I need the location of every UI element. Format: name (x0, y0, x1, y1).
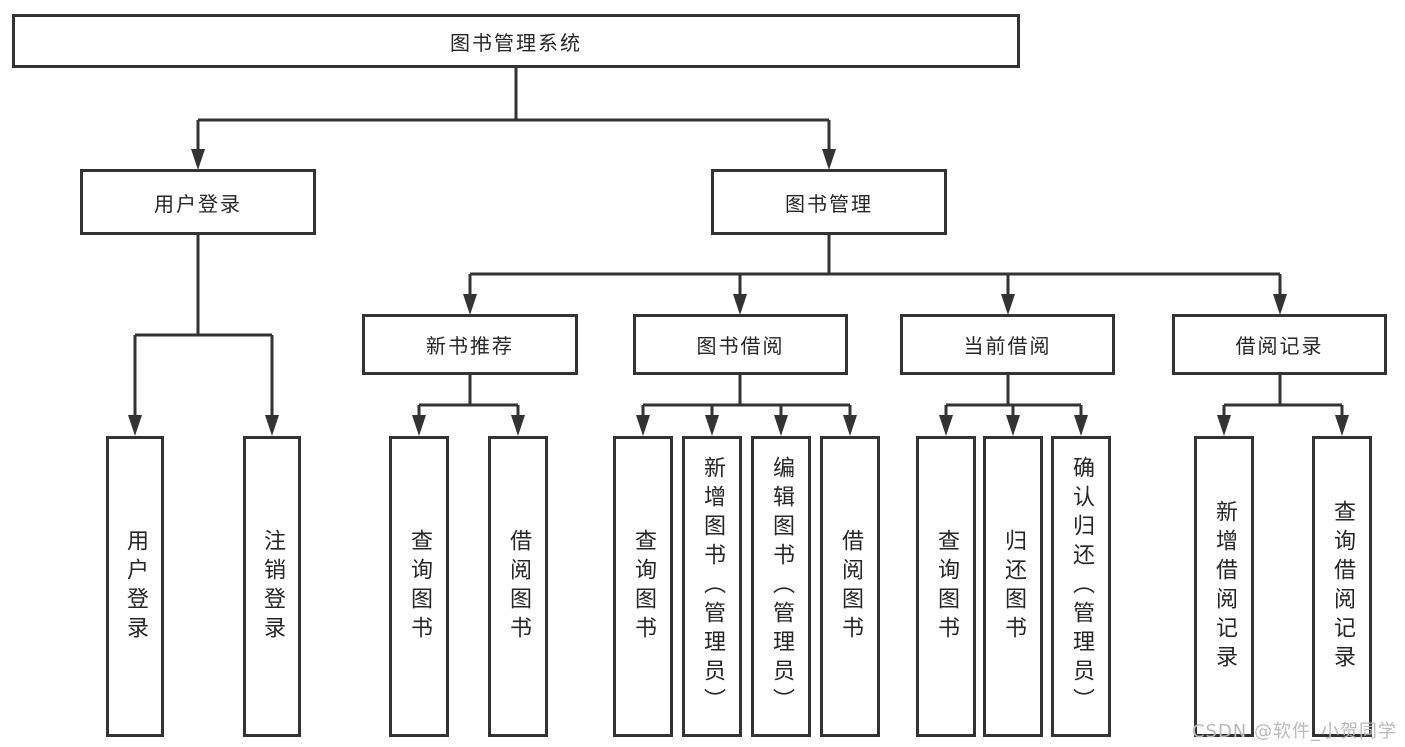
node-root-book-management-system: 图书管理系统 (12, 14, 1020, 68)
node-return-book: 归还图书 (983, 436, 1043, 737)
node-label: 查询图书 (934, 528, 959, 645)
arrowhead-icon (1006, 415, 1020, 436)
arrowhead-icon (511, 415, 525, 436)
arrowhead-icon (412, 415, 426, 436)
node-label: 图书管理 (785, 191, 873, 216)
node-borrowing-records: 借阅记录 (1172, 314, 1387, 375)
arrowhead-icon (939, 415, 953, 436)
node-query-books-recommend: 查询图书 (389, 436, 449, 737)
arrowhead-icon (1273, 294, 1287, 315)
node-book-borrowing: 图书借阅 (633, 314, 848, 375)
node-confirm-return-admin: 确认归还（管理员） (1051, 436, 1111, 737)
node-label: 用户登录 (154, 191, 242, 216)
node-label: 新书推荐 (426, 334, 514, 358)
node-label: 用户登录 (123, 528, 148, 645)
node-label: 当前借阅 (963, 334, 1052, 358)
node-label: 图书借阅 (696, 334, 785, 358)
node-add-book-admin: 新增图书（管理员） (682, 436, 742, 737)
arrowhead-icon (705, 415, 719, 436)
node-query-books-current: 查询图书 (916, 436, 976, 737)
node-borrow-books-borrowing: 借阅图书 (820, 436, 880, 737)
node-query-books-borrowing: 查询图书 (613, 436, 673, 737)
arrowhead-icon (822, 149, 836, 170)
node-add-borrow-record: 新增借阅记录 (1194, 436, 1254, 737)
node-label: 借阅图书 (838, 528, 863, 645)
node-label: 查询图书 (407, 528, 432, 645)
arrowhead-icon (1074, 415, 1088, 436)
node-query-borrow-record: 查询借阅记录 (1312, 436, 1372, 737)
arrowhead-icon (774, 415, 788, 436)
node-label: 借阅记录 (1235, 334, 1324, 358)
arrowhead-icon (463, 294, 477, 315)
arrowhead-icon (843, 415, 857, 436)
node-label: 查询借阅记录 (1330, 499, 1355, 674)
arrowhead-icon (191, 149, 205, 170)
arrowhead-icon (1335, 415, 1349, 436)
node-user-login-group: 用户登录 (80, 169, 316, 235)
node-label: 查询图书 (631, 528, 656, 645)
node-label: 新增借阅记录 (1212, 499, 1237, 674)
node-label: 借阅图书 (506, 528, 531, 645)
node-label: 注销登录 (260, 528, 285, 645)
node-label: 归还图书 (1001, 528, 1026, 645)
node-book-management-group: 图书管理 (711, 169, 947, 235)
node-user-login-leaf: 用户登录 (106, 436, 164, 737)
connector-lines (133, 66, 1344, 417)
arrowhead-icon (128, 415, 142, 436)
node-label: 新增图书（管理员） (700, 456, 725, 717)
node-label: 图书管理系统 (450, 30, 582, 55)
node-new-book-recommendation: 新书推荐 (362, 314, 578, 375)
node-edit-book-admin: 编辑图书（管理员） (751, 436, 811, 737)
node-borrow-books-recommend: 借阅图书 (488, 436, 548, 737)
arrowhead-icon (733, 294, 747, 315)
arrowhead-icon (1001, 294, 1015, 315)
arrowhead-icon (1217, 415, 1231, 436)
node-logout-leaf: 注销登录 (243, 436, 301, 737)
csdn-watermark: CSDN @软件_小贺同学 (1191, 721, 1397, 742)
arrowhead-icon (636, 415, 650, 436)
node-current-borrowing: 当前借阅 (900, 314, 1115, 375)
node-label: 编辑图书（管理员） (769, 456, 794, 717)
arrowhead-icon (265, 415, 279, 436)
node-label: 确认归还（管理员） (1069, 456, 1094, 717)
